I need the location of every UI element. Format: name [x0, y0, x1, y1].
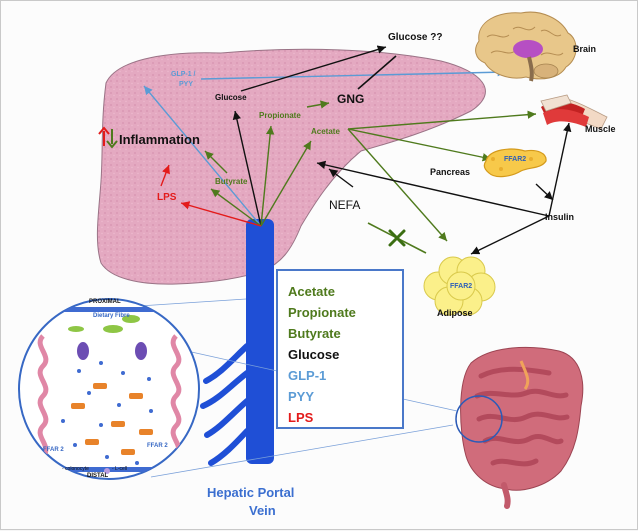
adipose-label: Adipose [437, 308, 473, 318]
inset-circle [18, 298, 200, 480]
legend-butyrate: Butyrate [288, 326, 341, 341]
intestine-highlight [455, 395, 503, 443]
adipose-icon [423, 256, 496, 316]
propionate-label: Propionate [259, 111, 301, 120]
muscle-icon [540, 94, 608, 130]
legend-pyy: PYY [288, 389, 315, 404]
liver-shape [96, 48, 486, 285]
liver-arrows [143, 45, 572, 255]
legend-propionate: Propionate [288, 305, 356, 320]
insulin-label: Insulin [545, 212, 574, 222]
inset-content [37, 307, 182, 474]
vein-branches [200, 343, 250, 466]
inset-ffar2-left-label: FFAR 2 [43, 447, 64, 453]
nefa-label: NEFA [329, 198, 361, 212]
up-arrow-icon [98, 126, 110, 146]
pancreas-icon [483, 148, 547, 178]
pancreas-label: Pancreas [430, 167, 471, 177]
glp1-label: GLP-1 / [171, 71, 196, 78]
glucose-question-label: Glucose ?? [388, 32, 443, 43]
inset-proximal-label: PROXIMAL [89, 299, 121, 305]
acetate-liver-label: Acetate [311, 127, 340, 136]
ffar2-adipose-label: FFAR2 [450, 283, 473, 290]
pyy-label: PYY [179, 81, 194, 88]
muscle-label: Muscle [585, 124, 616, 134]
ffar2-pancreas-label: FFAR2 [504, 156, 527, 163]
brain-label: Brain [573, 44, 597, 54]
inset-distal-label: DISTAL [87, 473, 109, 479]
inset-lcell-label: - L-cell [112, 466, 128, 472]
inflammation-label: Inflammation [119, 132, 200, 147]
intestine-icon [460, 346, 584, 509]
vein-label: Vein [249, 503, 276, 518]
butyrate-liver-label: Butyrate [215, 177, 248, 186]
inset-colonocyte-label: - colonocyte [62, 466, 89, 472]
legend-glp1: GLP-1 [288, 368, 327, 383]
brain-icon [475, 11, 577, 82]
lps-liver-label: LPS [157, 192, 177, 203]
metabolite-legend: Acetate Propionate Butyrate Glucose GLP-… [276, 269, 404, 429]
down-arrow-icon [106, 129, 118, 149]
legend-glucose: Glucose [288, 347, 340, 362]
portal-vein [246, 219, 274, 464]
inset-ffar2-right-label: FFAR 2 [147, 443, 168, 449]
glucose-liver-label: Glucose [215, 93, 247, 102]
inhibit-cross-icon [388, 229, 406, 247]
legend-lps: LPS [288, 410, 314, 425]
gng-label: GNG [337, 92, 365, 106]
hepatic-portal-label: Hepatic Portal [207, 485, 295, 500]
legend-acetate: Acetate [288, 284, 335, 299]
inset-dietary-fibre-label: Dietary Fibre [93, 313, 130, 319]
